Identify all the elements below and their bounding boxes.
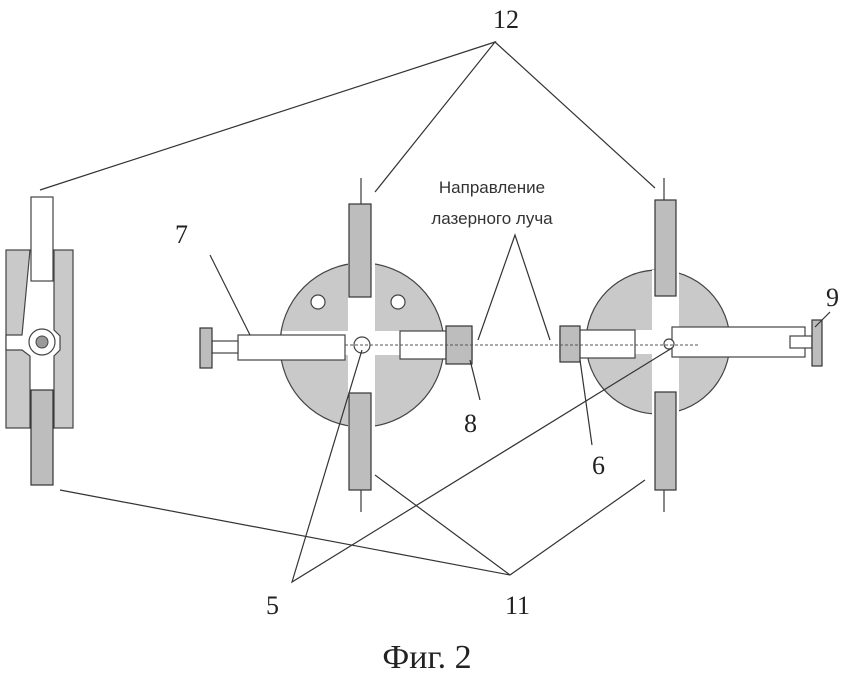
direction-label-line2: лазерного луча (431, 209, 553, 228)
figure-caption: Фиг. 2 (382, 639, 471, 676)
ref-label-6: 6 (592, 451, 605, 480)
side-view-assembly (6, 197, 73, 485)
ref-label-8: 8 (464, 409, 477, 438)
ref-label-5: 5 (266, 591, 279, 620)
ref-label-9: 9 (826, 283, 839, 312)
direction-label-line1: Направление (439, 178, 545, 197)
ref-label-12: 12 (493, 5, 519, 34)
ref-label-7: 7 (175, 220, 188, 249)
ref-label-11: 11 (505, 591, 530, 620)
